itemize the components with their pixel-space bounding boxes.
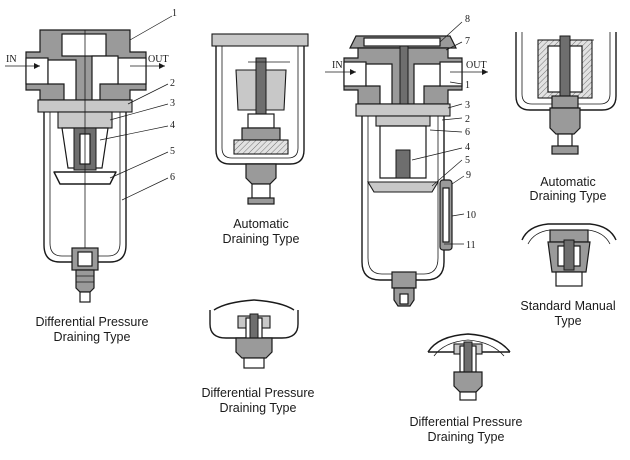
fig3-callouts: 8 7 1 3 2 6 4 5 9 10 11 xyxy=(411,14,476,251)
part-number-10: 10 xyxy=(466,210,476,221)
part-number-6b: 6 xyxy=(465,127,470,138)
outlet-label-2: OUT xyxy=(466,60,487,71)
part-number-2: 2 xyxy=(170,78,175,89)
fig1-callouts: 1 2 3 4 5 6 xyxy=(99,8,177,201)
part-number-11: 11 xyxy=(466,240,476,251)
differential-drain-detail-a xyxy=(209,299,299,369)
outlet-label: OUT xyxy=(148,54,169,65)
fig7-caption-line1: Differential Pressure xyxy=(409,415,522,429)
part-number-3b: 3 xyxy=(465,100,470,111)
part-number-9: 9 xyxy=(466,170,471,181)
automatic-drain-detail xyxy=(515,32,617,155)
part-number-4b: 4 xyxy=(465,142,470,153)
fig4-caption-line1: Automatic xyxy=(540,175,596,189)
fig2-caption-line1: Automatic xyxy=(233,217,289,231)
inlet-label-2: IN xyxy=(332,60,343,71)
part-number-1b: 1 xyxy=(465,80,470,91)
part-number-8: 8 xyxy=(465,14,470,25)
part-number-3: 3 xyxy=(170,98,175,109)
part-number-6: 6 xyxy=(170,172,175,183)
automatic-drain-bowl-assembly xyxy=(211,33,309,205)
part-number-2b: 2 xyxy=(465,114,470,125)
fig7-caption-line2: Draining Type xyxy=(428,430,505,444)
manual-drain-detail xyxy=(521,223,617,287)
fig5-caption-line1: Standard Manual xyxy=(520,299,615,313)
fig1-caption-line1: Differential Pressure xyxy=(35,315,148,329)
fig6-caption-line1: Differential Pressure xyxy=(201,386,314,400)
fig2-caption-line2: Draining Type xyxy=(223,232,300,246)
part-number-1: 1 xyxy=(172,8,177,19)
part-number-7: 7 xyxy=(465,36,470,47)
fig1-caption-line2: Draining Type xyxy=(54,330,131,344)
fig5-caption-line2: Type xyxy=(554,314,581,328)
part-number-4: 4 xyxy=(170,120,175,131)
part-number-5b: 5 xyxy=(465,155,470,166)
filter-assembly-sight-glass: IN OUT xyxy=(325,35,488,307)
filter-assembly-differential-pressure: IN OUT xyxy=(5,29,169,303)
inlet-label: IN xyxy=(6,54,17,65)
part-number-5: 5 xyxy=(170,146,175,157)
fig6-caption-line2: Draining Type xyxy=(220,401,297,415)
differential-drain-detail-b xyxy=(427,333,511,401)
fig4-caption-line2: Draining Type xyxy=(530,189,607,203)
